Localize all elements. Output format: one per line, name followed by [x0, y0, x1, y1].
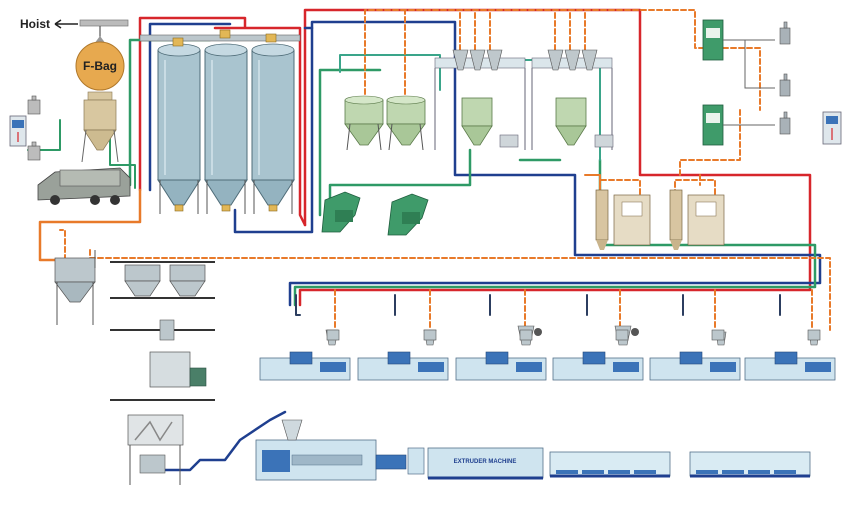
green-pipe-bottom	[328, 148, 472, 207]
orange-dashed-drops	[334, 289, 813, 331]
fbag-label: F-Bag	[83, 59, 117, 73]
left-loaders	[27, 95, 41, 161]
truck-icon	[37, 167, 131, 205]
dryer-2	[669, 189, 725, 250]
left-lower-plant	[54, 250, 215, 485]
silo-2	[204, 43, 248, 206]
blue-pipe-main	[148, 20, 822, 307]
red-pipe-top	[138, 16, 307, 227]
injection-machine-5	[649, 331, 741, 381]
orange-pipe-left	[38, 188, 142, 262]
injection-machine-4	[552, 325, 644, 381]
hoist-arrow-icon	[54, 19, 78, 29]
control-panel-left	[9, 115, 27, 147]
blue-pipe-silo	[233, 26, 314, 234]
fbag	[75, 41, 125, 91]
injection-machines	[259, 325, 836, 381]
silo-3	[251, 43, 295, 206]
mixing-station-1	[434, 49, 526, 150]
hopper-2	[386, 95, 426, 151]
hoist-rail	[79, 19, 129, 27]
hoist-label: Hoist	[20, 17, 50, 31]
granulator-1	[321, 191, 361, 233]
red-pipe-main	[298, 8, 812, 307]
mixing-station-2	[531, 49, 614, 150]
blue-pipe-extruder	[163, 410, 287, 472]
right-top-units	[702, 19, 791, 146]
injection-machine-3	[455, 325, 547, 381]
orange-dashed-top	[364, 9, 761, 186]
green-pipe-main	[128, 38, 817, 307]
silo-group	[139, 29, 301, 214]
orange-dashed-mid	[59, 179, 831, 331]
cooling-tank-2	[689, 451, 811, 478]
hoist-label-group: Hoist	[20, 17, 129, 31]
injection-machine-6	[744, 331, 836, 381]
extruder-machine-label: EXTRUDER MACHINE	[454, 459, 517, 465]
machine-feed-drops	[295, 294, 781, 316]
fbag-unit: F-Bag	[75, 26, 125, 163]
dryer-1	[595, 189, 651, 250]
control-panel-right	[822, 111, 842, 145]
hopper-1	[344, 95, 384, 151]
silo-1	[157, 43, 201, 206]
extruder-line: EXTRUDER MACHINE	[255, 419, 811, 481]
granulator-2	[387, 193, 429, 236]
cooling-tank-1	[549, 451, 671, 478]
hopper-pair	[344, 95, 426, 151]
pipe-network	[27, 8, 831, 472]
loader-icon	[779, 21, 791, 135]
